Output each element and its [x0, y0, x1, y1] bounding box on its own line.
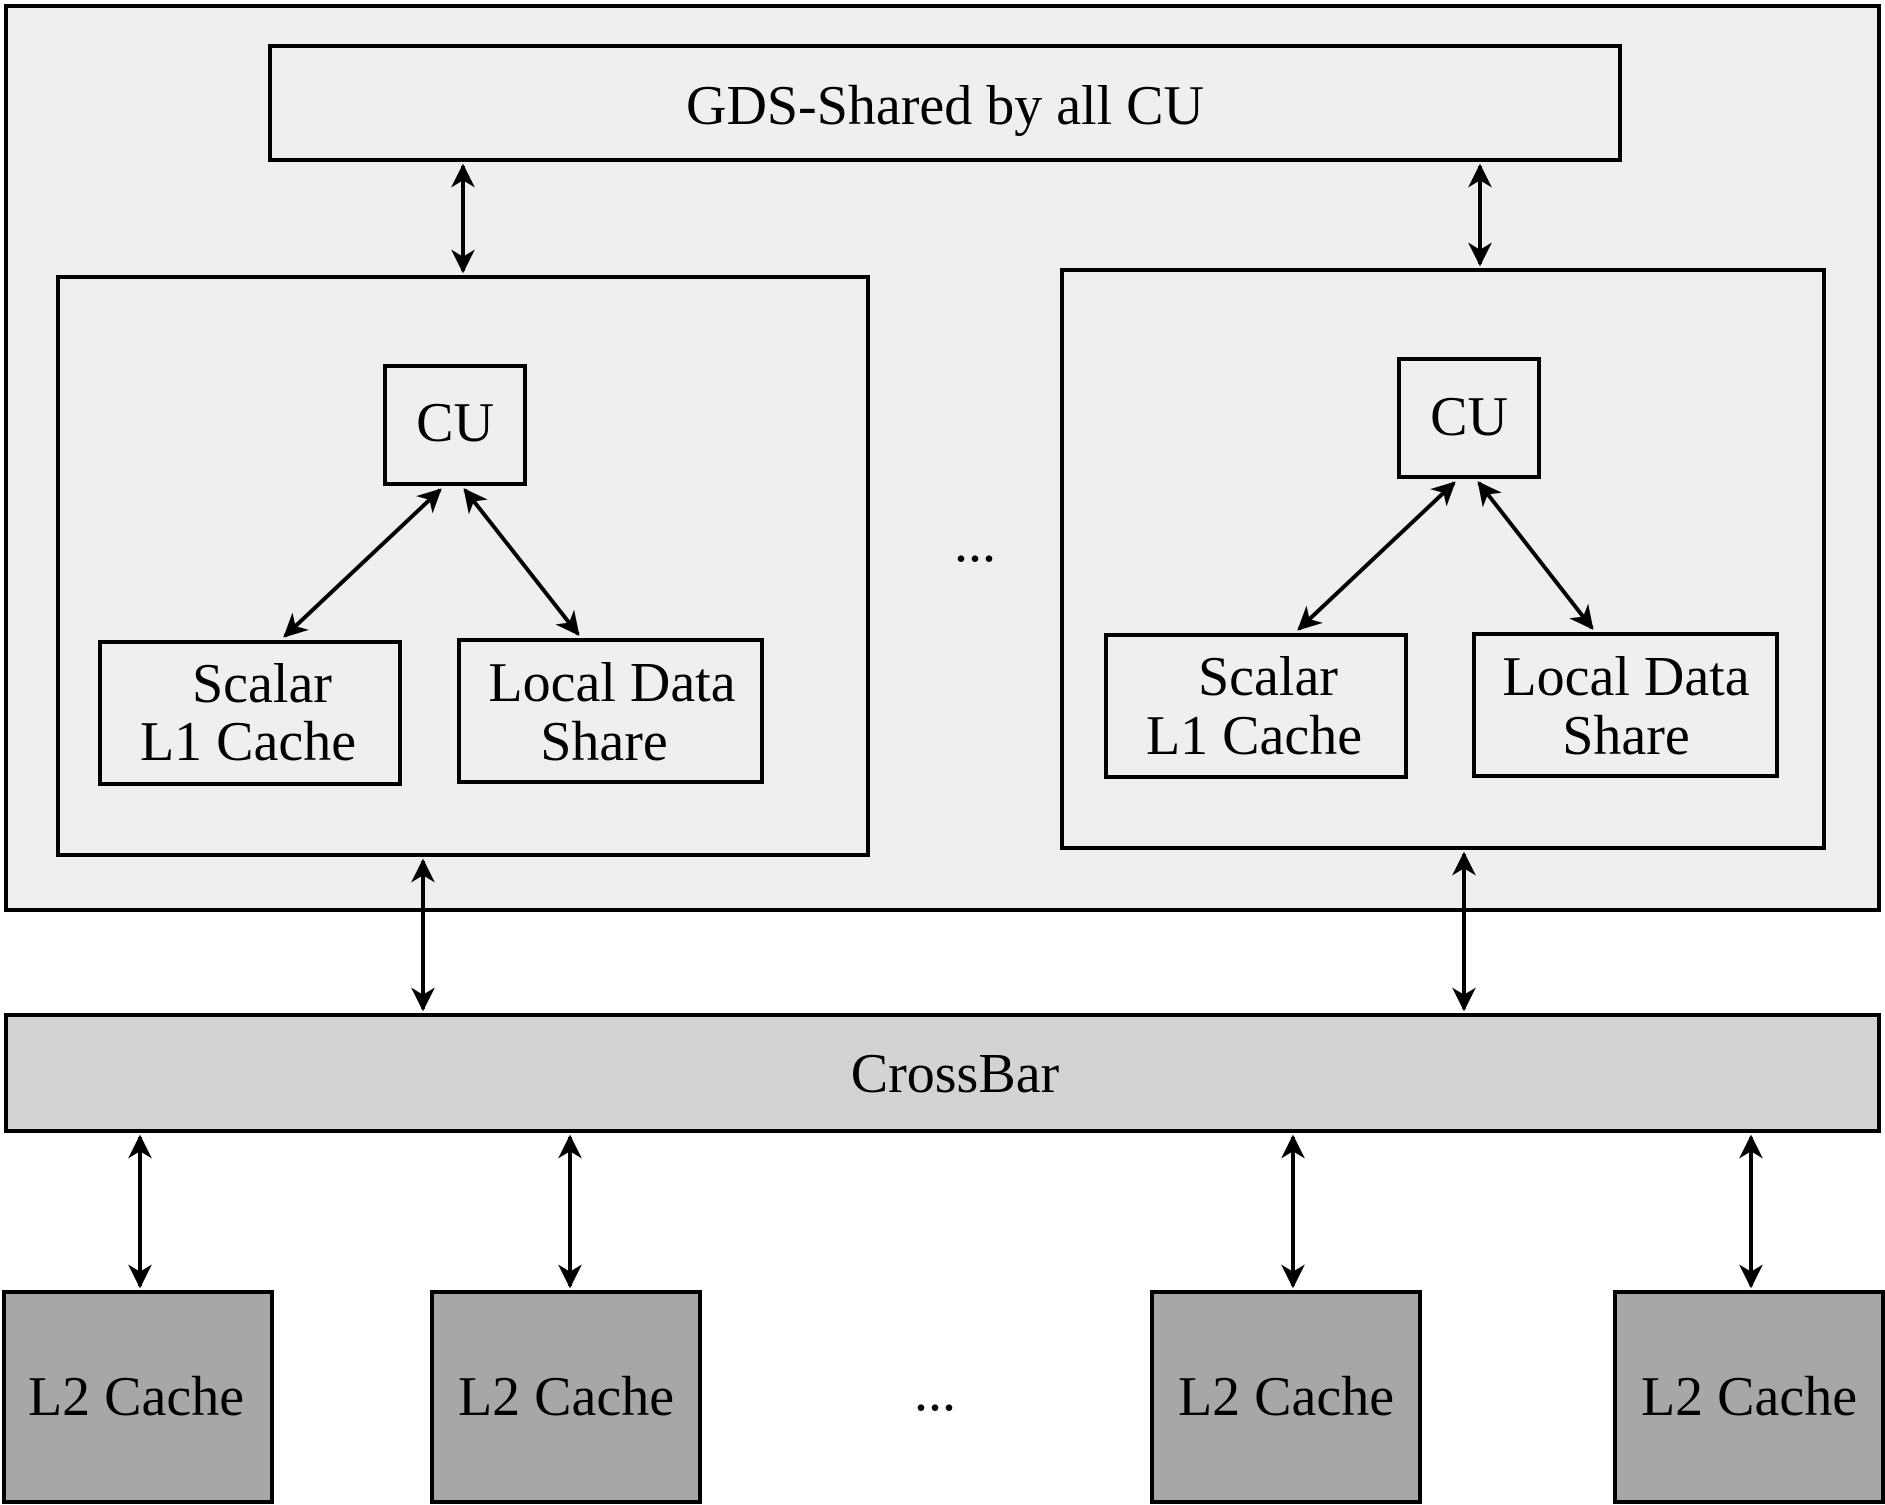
scalar-cache-line1-left: Scalar [192, 653, 332, 715]
scalar-cache-line1-right: Scalar [1198, 646, 1338, 708]
gds-box [268, 44, 1622, 162]
lds-line1-left: Local Data [488, 652, 735, 714]
lds-line2-left: Share [540, 711, 668, 773]
l2-cache-box-2 [430, 1290, 702, 1504]
cu-ellipsis: ... [954, 512, 996, 574]
arrow-cu-lds-right [1477, 481, 1594, 630]
cu-label-left: CU [416, 392, 494, 454]
lds-box-right [1472, 632, 1779, 778]
l2-cache-label-1: L2 Cache [28, 1366, 244, 1428]
scalar-cache-line2-right: L1 Cache [1146, 705, 1362, 767]
lds-line1-right: Local Data [1502, 646, 1749, 708]
lds-line2-right: Share [1562, 705, 1690, 767]
crossbar-box [4, 1013, 1881, 1133]
scalar-cache-line2-left: L1 Cache [140, 711, 356, 773]
l2-cache-box-3 [1150, 1290, 1422, 1504]
scalar-cache-box-right [1104, 633, 1408, 779]
cu-label-right: CU [1430, 386, 1508, 448]
scalar-cache-box-left [98, 640, 402, 786]
cu-box-right [1397, 357, 1541, 479]
l2-cache-label-3: L2 Cache [1178, 1366, 1394, 1428]
arrow-cu-lds-left [463, 488, 580, 636]
l2-cache-box-4 [1613, 1290, 1885, 1504]
l2-ellipsis: ... [914, 1361, 956, 1423]
l2-cache-label-4: L2 Cache [1641, 1366, 1857, 1428]
arrow-cu-scalar-right [1297, 481, 1456, 631]
l2-cache-box-1 [2, 1290, 274, 1504]
gds-label: GDS-Shared by all CU [686, 75, 1204, 137]
arrow-cu-scalar-left [283, 488, 442, 638]
l2-cache-label-2: L2 Cache [458, 1366, 674, 1428]
cu-box-left [383, 364, 527, 486]
lds-box-left [457, 638, 764, 784]
crossbar-label: CrossBar [851, 1043, 1060, 1105]
